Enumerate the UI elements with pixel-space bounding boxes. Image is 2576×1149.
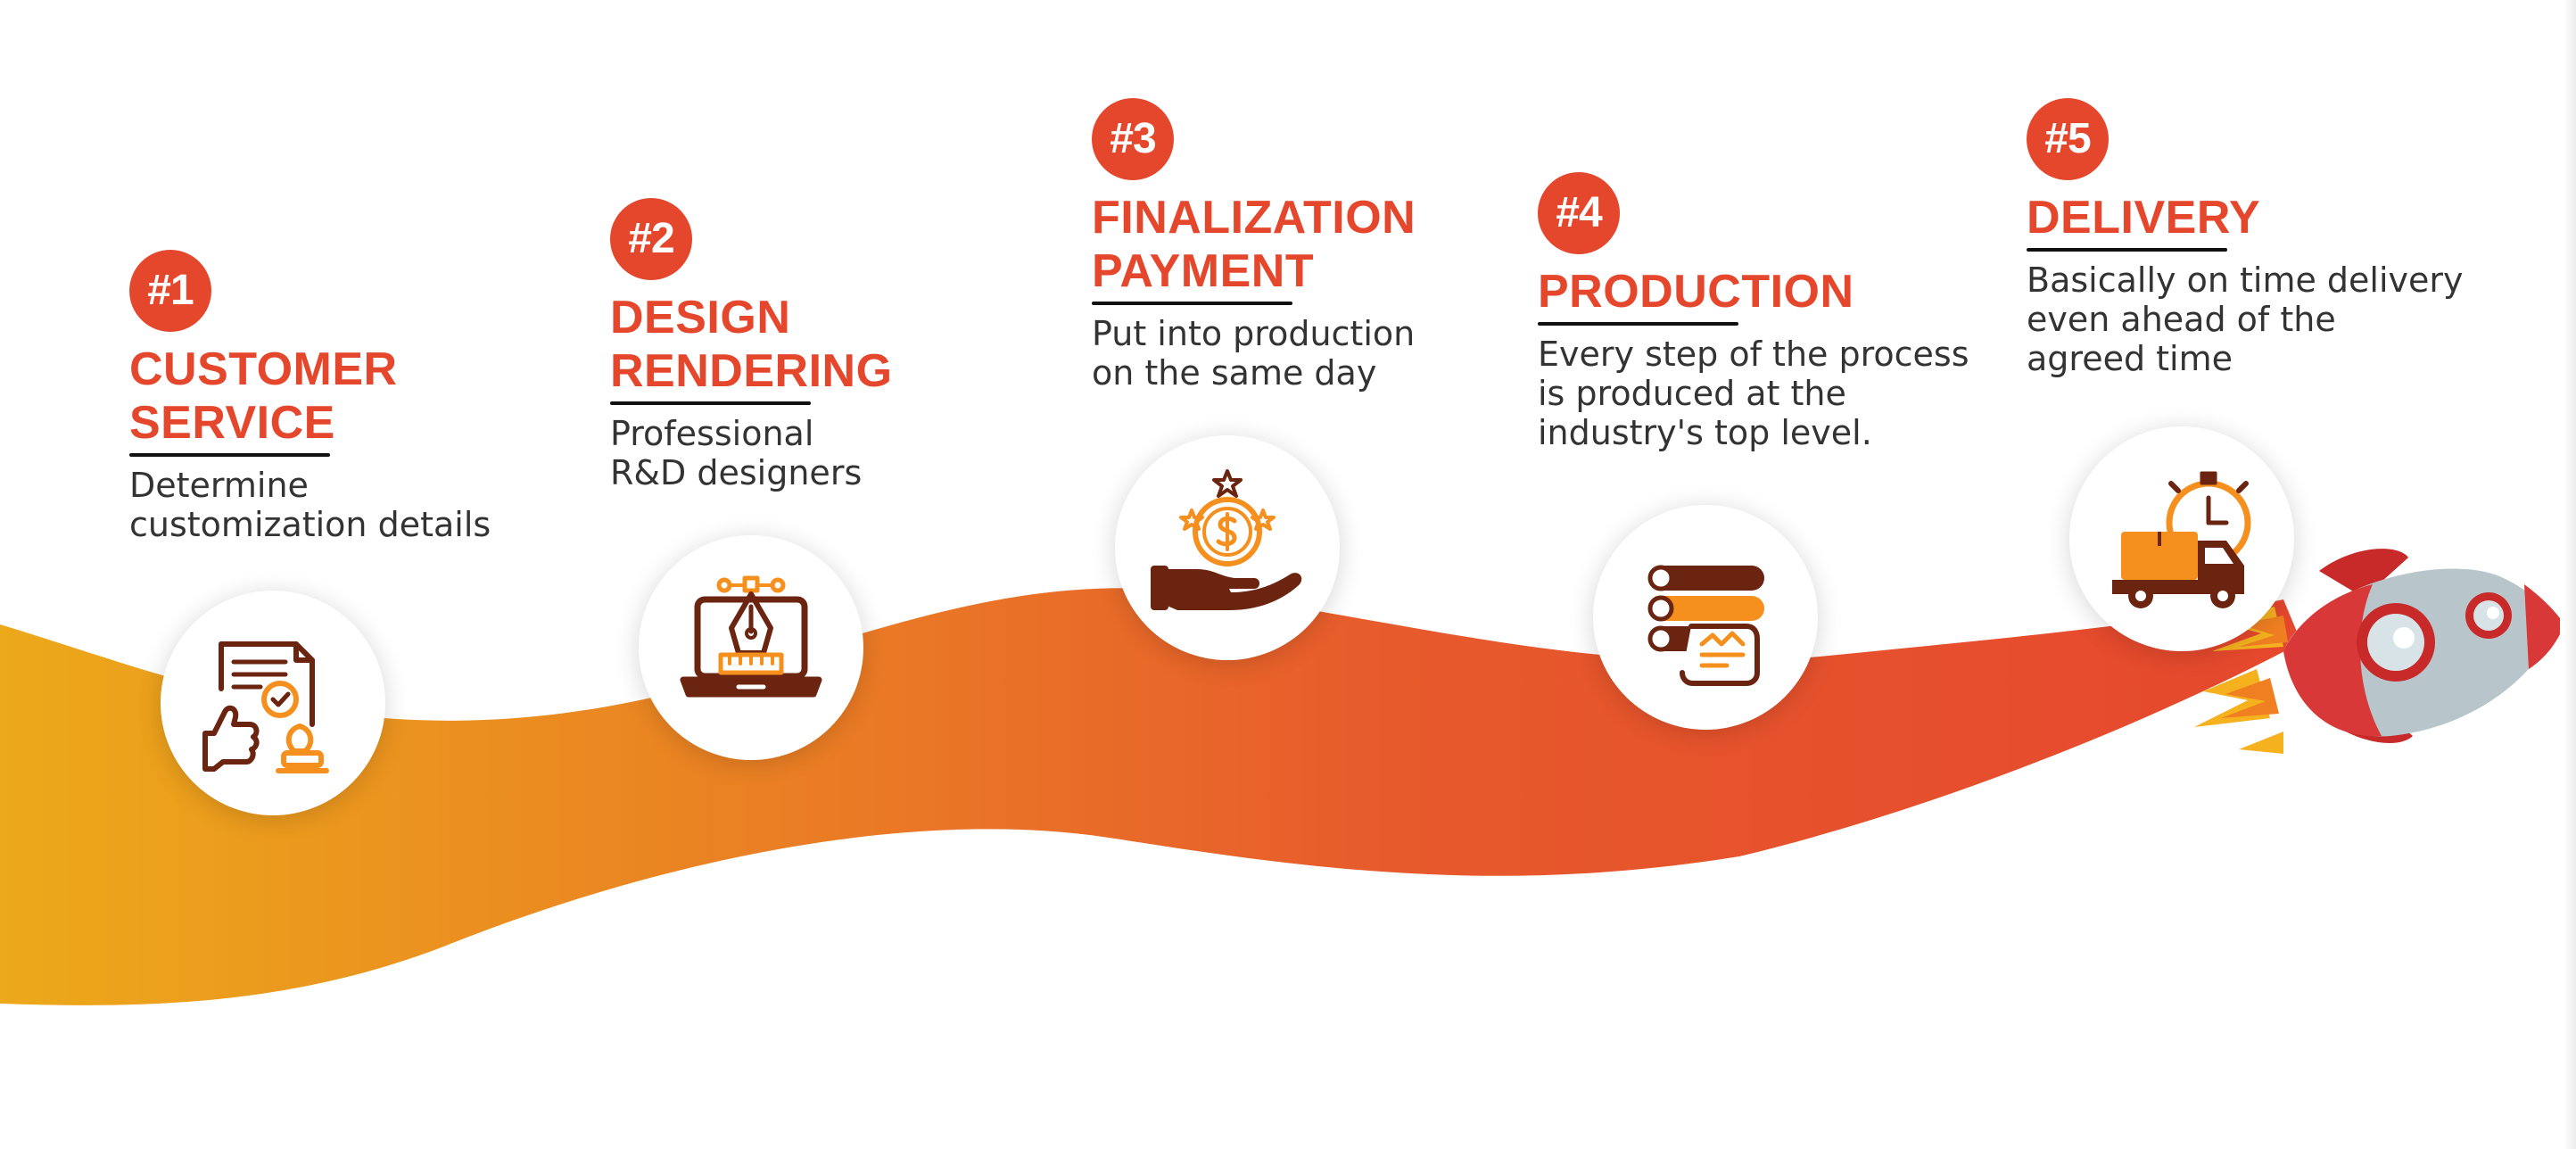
laptop-pen-tool-icon: [680, 575, 822, 698]
step-2-description: Professional R&D designers: [610, 414, 893, 492]
step-2-title-line-2: RENDERING: [610, 345, 893, 397]
step-5-icon-circle: [2069, 426, 2294, 651]
step-2-number: #2: [610, 198, 692, 280]
step-3-description-line-1: Put into production: [1092, 314, 1416, 353]
step-2-description-line-1: Professional: [610, 414, 814, 453]
step-5-underline: [2027, 248, 2227, 252]
step-3: #3 FINALIZATION PAYMENT Put into product…: [1092, 98, 1416, 393]
step-1-icon-circle: [161, 591, 385, 815]
fabric-rolls-icon: [1647, 565, 1764, 686]
delivery-truck-stopwatch-icon: [2112, 471, 2251, 608]
step-4: #4 PRODUCTION Every step of the process …: [1538, 172, 1969, 452]
step-1-underline: [129, 453, 330, 457]
step-3-description-line-2: on the same day: [1092, 353, 1377, 393]
step-5-description-line-2: even ahead of the: [2027, 300, 2336, 339]
step-3-title-line-2: PAYMENT: [1092, 245, 1315, 297]
step-4-title-line-1: PRODUCTION: [1538, 266, 1854, 318]
step-2: #2 DESIGN RENDERING Professional R&D des…: [610, 198, 893, 492]
document-approval-icon: [202, 641, 329, 773]
step-1-description-line-1: Determine: [129, 466, 309, 505]
step-5-description-line-3: agreed time: [2027, 339, 2233, 378]
step-4-title: PRODUCTION: [1538, 265, 1969, 318]
step-2-underline: [610, 401, 811, 405]
step-3-underline: [1092, 302, 1292, 305]
step-5-title-line-1: DELIVERY: [2027, 192, 2261, 244]
step-1-number: #1: [129, 250, 211, 332]
step-1-title-line-2: SERVICE: [129, 397, 335, 449]
step-5-description-line-1: Basically on time delivery: [2027, 260, 2464, 300]
step-3-icon-circle: [1115, 435, 1340, 660]
step-4-description-line-2: is produced at the: [1538, 374, 1846, 413]
step-2-icon-circle: [639, 535, 863, 760]
step-5-number: #5: [2027, 98, 2109, 180]
step-2-title-line-1: DESIGN: [610, 292, 791, 343]
step-3-number: #3: [1092, 98, 1174, 180]
step-1-title-line-1: CUSTOMER: [129, 343, 398, 395]
rocket-icon: [2194, 549, 2560, 754]
step-2-title: DESIGN RENDERING: [610, 291, 893, 398]
step-4-underline: [1538, 322, 1738, 326]
step-3-title-line-1: FINALIZATION: [1092, 192, 1416, 244]
step-1: #1 CUSTOMER SERVICE Determine customizat…: [129, 250, 491, 544]
step-4-icon-circle: [1593, 505, 1818, 730]
hand-coin-payment-icon: [1151, 469, 1302, 610]
right-edge-shade: [2564, 0, 2576, 1149]
step-5-description: Basically on time delivery even ahead of…: [2027, 260, 2464, 378]
step-4-description-line-3: industry's top level.: [1538, 413, 1872, 452]
step-4-description: Every step of the process is produced at…: [1538, 335, 1969, 452]
step-5-title: DELIVERY: [2027, 191, 2464, 244]
step-3-description: Put into production on the same day: [1092, 314, 1416, 393]
step-4-number: #4: [1538, 172, 1620, 254]
step-5: #5 DELIVERY Basically on time delivery e…: [2027, 98, 2464, 378]
step-2-description-line-2: R&D designers: [610, 453, 863, 492]
step-4-description-line-1: Every step of the process: [1538, 335, 1969, 374]
step-1-title: CUSTOMER SERVICE: [129, 343, 491, 450]
step-1-description-line-2: customization details: [129, 505, 491, 544]
step-3-title: FINALIZATION PAYMENT: [1092, 191, 1416, 298]
step-1-description: Determine customization details: [129, 466, 491, 544]
